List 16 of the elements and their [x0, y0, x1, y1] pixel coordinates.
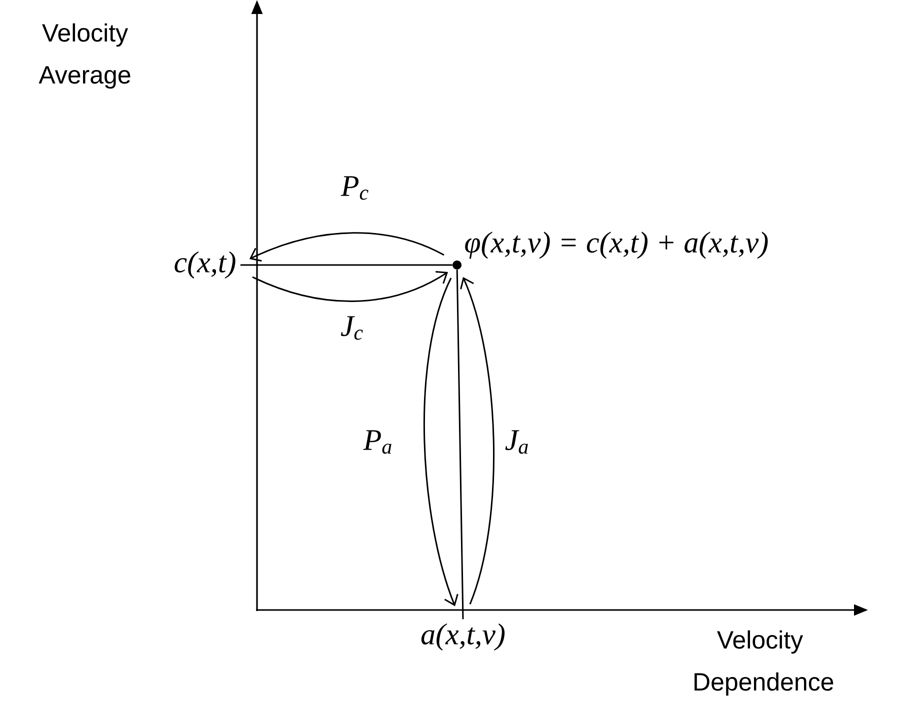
curved-arrow	[249, 232, 444, 262]
math-label: c(x,t)	[174, 251, 236, 279]
curved-arrow	[460, 277, 494, 604]
connector-line	[456, 270, 464, 620]
point-dot	[452, 260, 462, 270]
axis-label: Velocity Average	[38, 23, 130, 89]
edge-label: P$_{c}$	[340, 176, 368, 200]
formula-label: φ(x,t,v) = c(x,t) + a(x,t,v)	[465, 232, 768, 259]
connector-line	[240, 264, 452, 266]
axis-label: Velocity Dependence	[694, 630, 834, 696]
math-label: a(x,t,v)	[421, 623, 505, 651]
curved-arrow	[424, 278, 458, 606]
edge-label: J$_{c}$	[340, 316, 363, 340]
edge-label: J$_{a}$	[505, 430, 528, 454]
curved-arrow	[252, 271, 448, 302]
edge-label: P$_{a}$	[363, 430, 392, 454]
